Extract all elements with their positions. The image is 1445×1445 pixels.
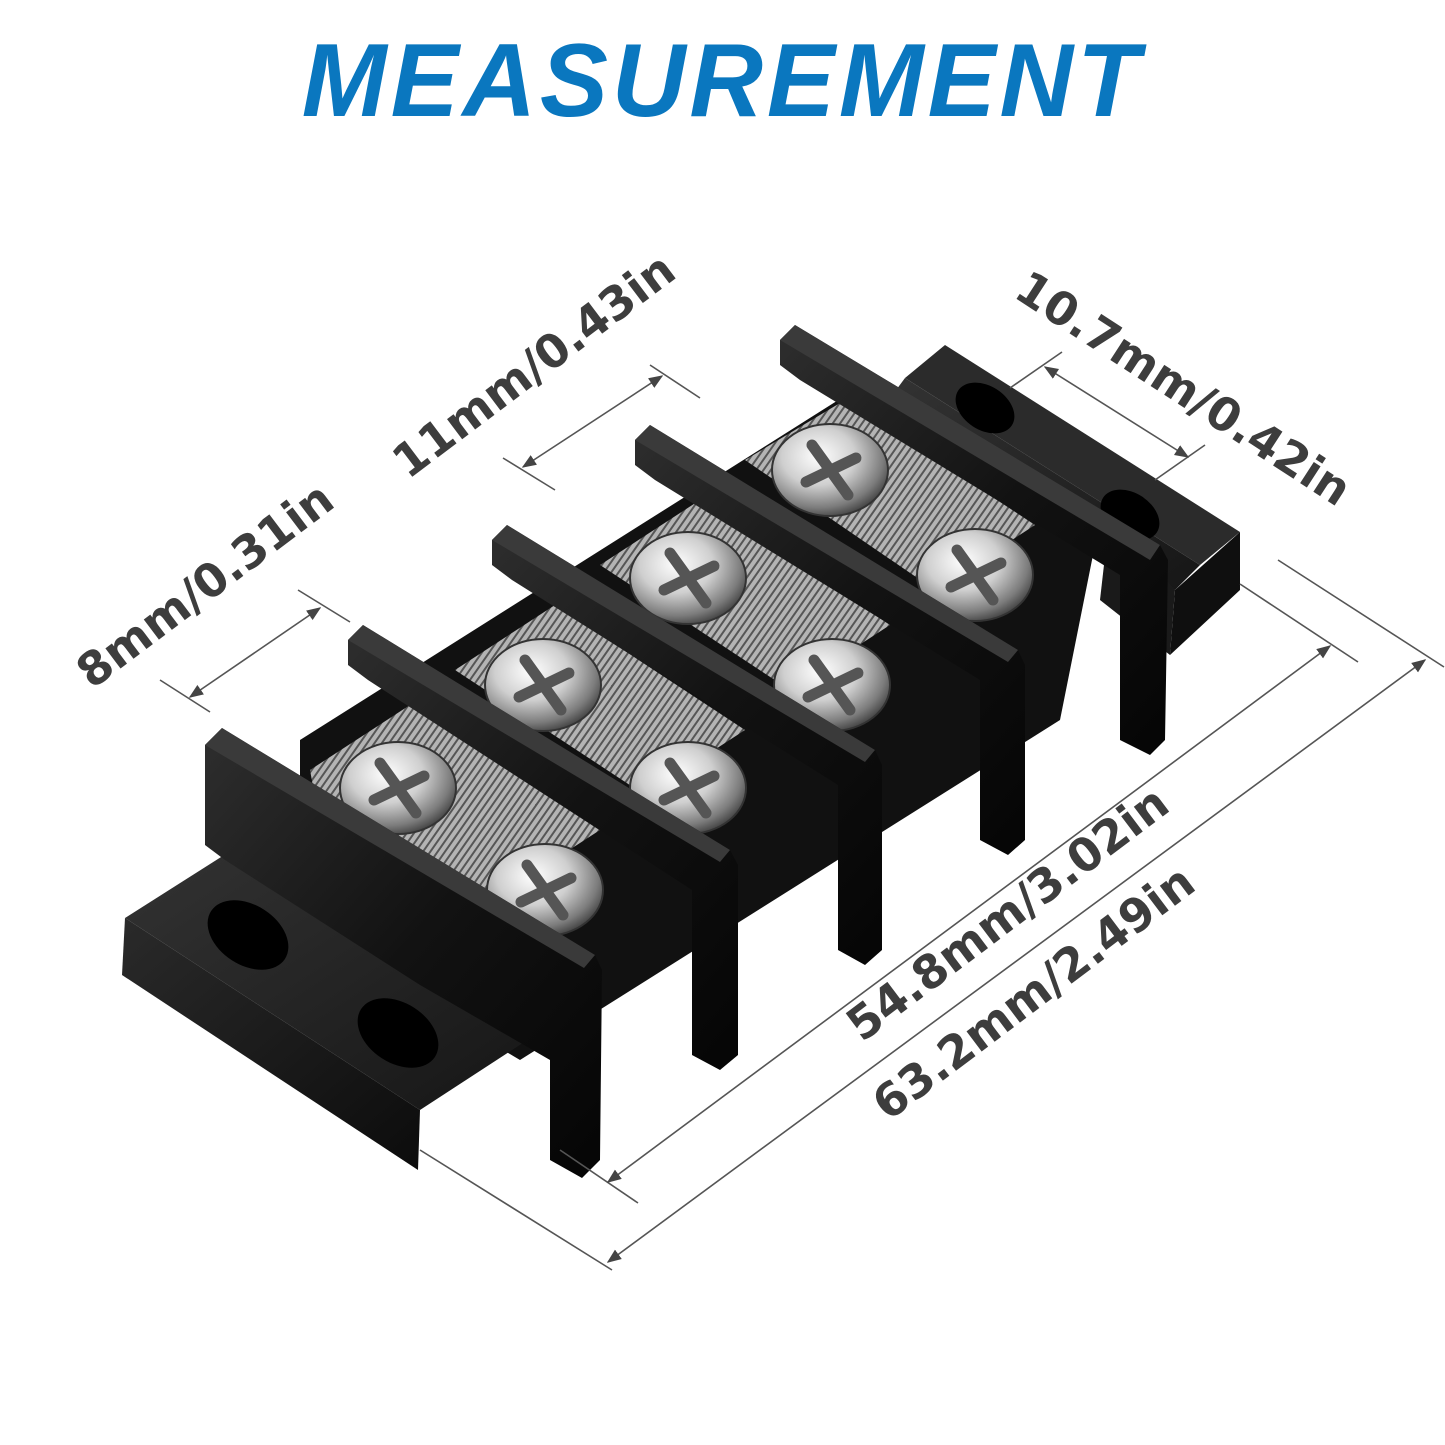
extension-line xyxy=(159,679,211,713)
screw-icon xyxy=(339,741,457,835)
screw-icon xyxy=(771,423,889,517)
extension-line xyxy=(649,364,701,399)
extension-line xyxy=(297,589,351,623)
extension-line xyxy=(1277,559,1445,668)
extension-line xyxy=(502,457,556,491)
extension-line xyxy=(1154,444,1206,481)
extension-line xyxy=(419,1149,613,1271)
label-barrier-gap: 8mm/0.31in xyxy=(66,471,343,699)
extension-line xyxy=(1239,583,1359,663)
extension-line xyxy=(1009,351,1063,389)
barrier-wall-front xyxy=(205,728,602,1178)
dimension-arrow xyxy=(521,375,664,468)
dimension-arrow xyxy=(1043,366,1190,458)
screw-icon xyxy=(916,528,1034,622)
screw-icon xyxy=(629,531,747,625)
left-mounting-block xyxy=(122,845,535,1170)
mounting-hole-icon xyxy=(955,382,1015,434)
page-title: MEASUREMENT xyxy=(301,23,1144,139)
screw-icon xyxy=(484,638,602,732)
mounting-hole-icon xyxy=(357,998,439,1068)
dimension-arrow xyxy=(606,659,1427,1263)
dimension-arrow xyxy=(188,607,322,698)
dimension-lines xyxy=(159,351,1445,1271)
mounting-hole-icon xyxy=(207,900,289,970)
